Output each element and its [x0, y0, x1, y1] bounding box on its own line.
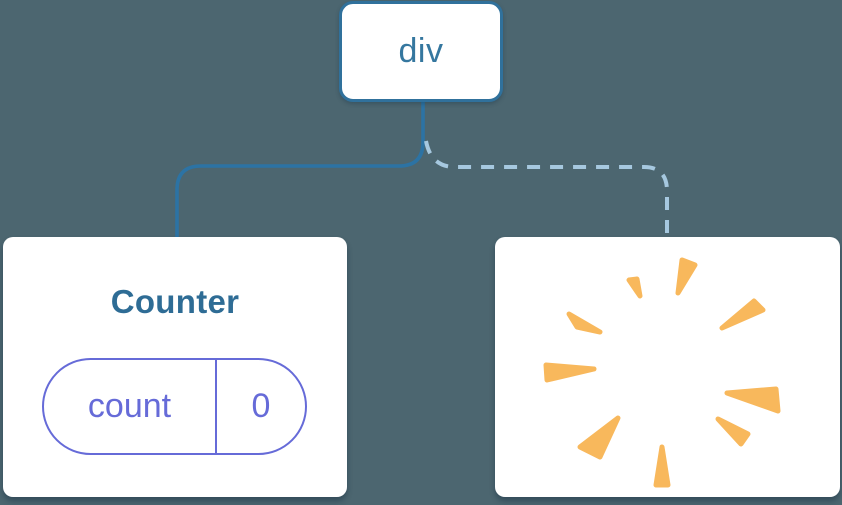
counter-component-card: Counter count 0 [3, 237, 347, 497]
poof-ray [653, 444, 671, 488]
counter-title: Counter [110, 283, 240, 320]
dashed-edge-div-to-poof [424, 140, 669, 239]
poof-ray [715, 416, 751, 447]
root-node-label: div [398, 32, 444, 70]
poof-ray [543, 362, 597, 383]
state-key-label: count [44, 360, 217, 453]
poof-ray [724, 386, 781, 414]
poof-starburst-icon [543, 257, 781, 488]
state-pill: count 0 [42, 358, 307, 455]
poof-ray [577, 415, 621, 460]
poof-ray [626, 276, 643, 299]
poof-ray [719, 298, 766, 331]
poof-ray [566, 311, 603, 335]
root-node-div: div [339, 1, 503, 102]
state-value: 0 [251, 387, 271, 425]
poof-ray [675, 257, 698, 296]
solid-edge-div-to-counter [175, 100, 425, 239]
removed-component-card [495, 237, 840, 497]
